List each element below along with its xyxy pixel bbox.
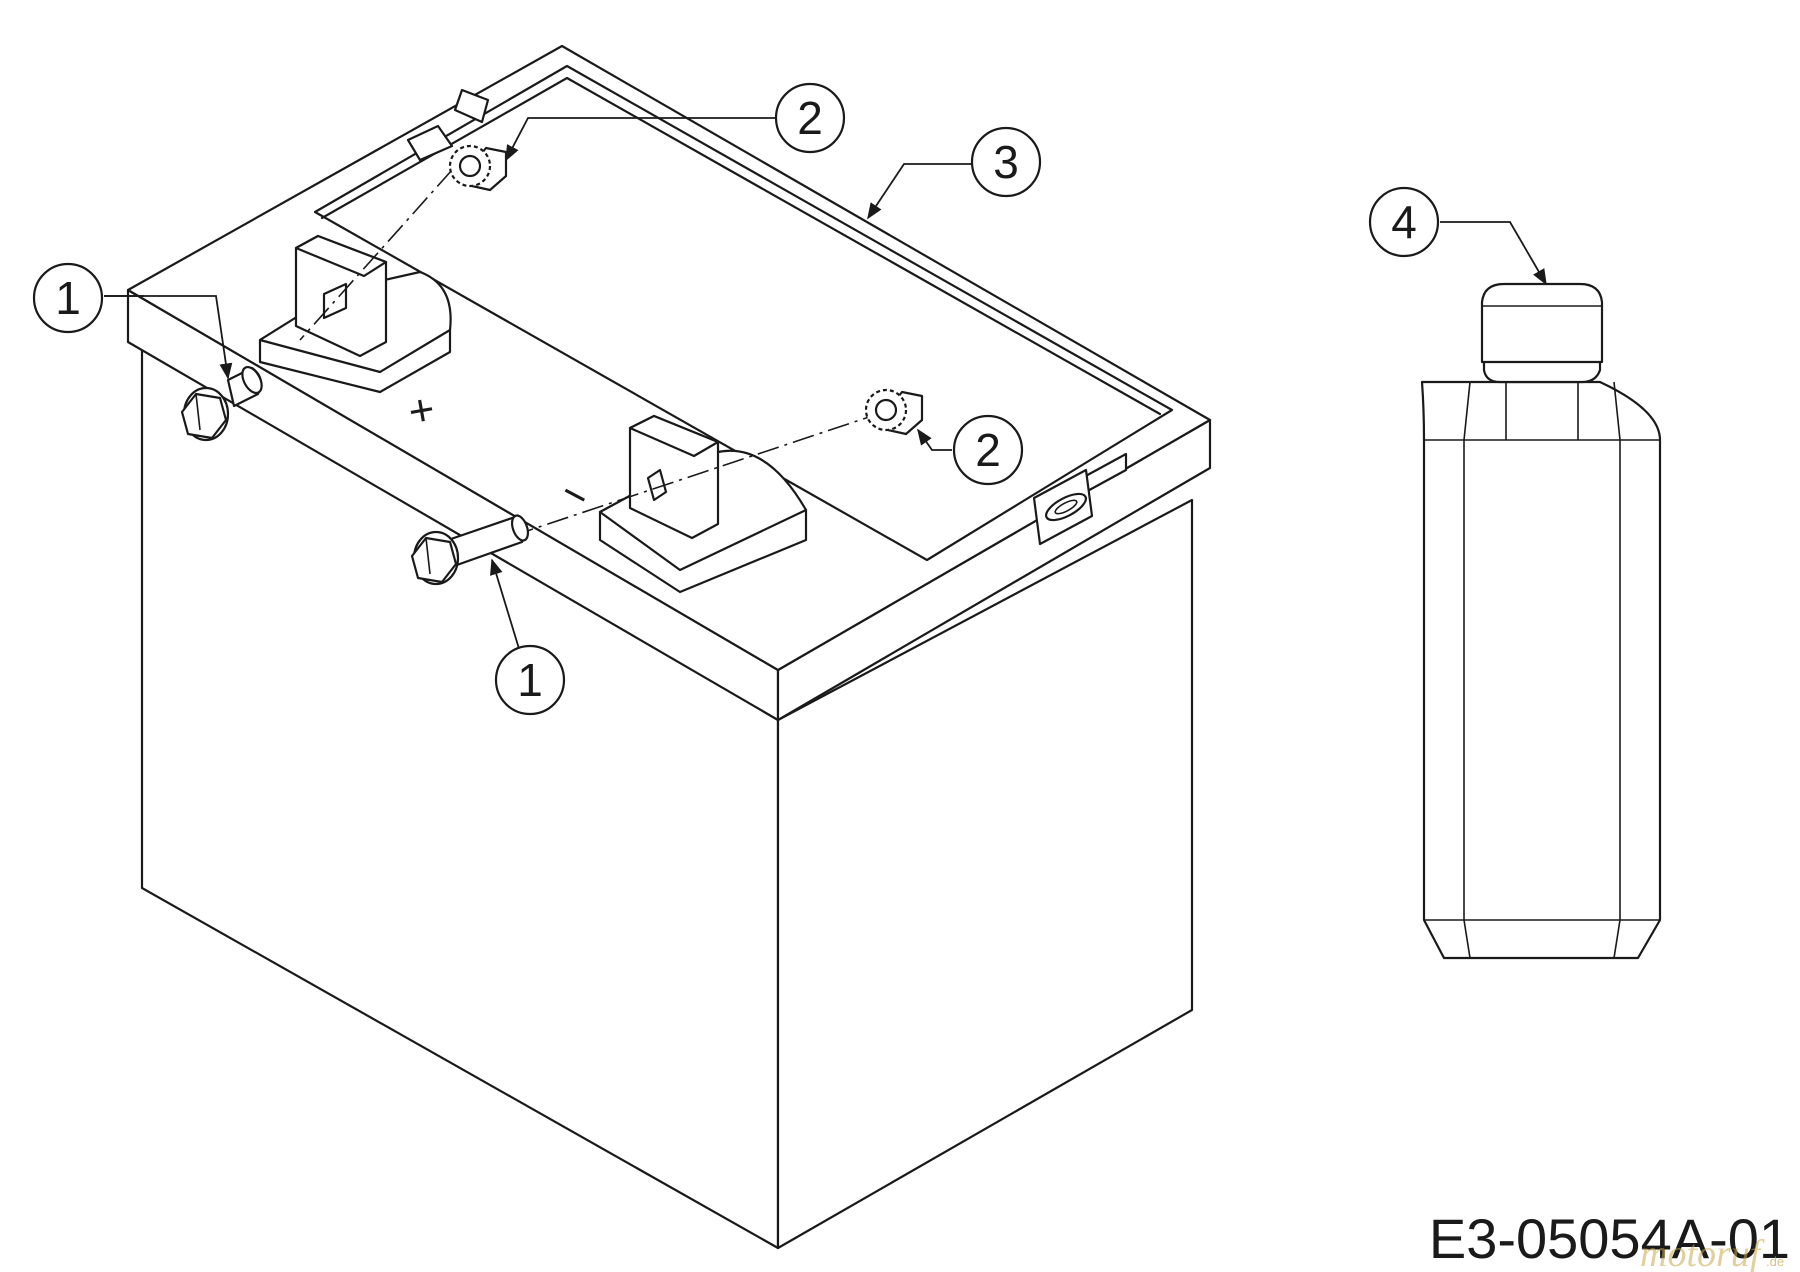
callout-1-left: 1 [32,262,104,334]
bottle-cap [1480,282,1604,364]
drawing-reference-code: E3-05054A-01 [1429,1207,1790,1270]
callout-4: 4 [1368,186,1440,258]
bottle-body [1420,380,1662,960]
electrolyte-bottle [1420,282,1662,960]
bolt-positive [180,365,263,442]
watermark: motoruf [1640,1233,1765,1272]
watermark-domain: .de [1766,1254,1784,1269]
battery-right-face [776,498,1194,1250]
callout-3: 3 [970,126,1042,198]
callout-label: 2 [975,424,1001,476]
positive-terminal [258,234,452,394]
callout-label: 3 [993,136,1019,188]
battery: + − [126,44,1212,1250]
nut-negative [864,388,924,436]
callout-1-bottom: 1 [494,644,566,716]
callout-label: 4 [1391,196,1417,248]
callout-label: 1 [55,272,81,324]
callout-label: 2 [797,92,823,144]
callout-label: 1 [517,654,543,706]
callout-2-right: 2 [952,414,1024,486]
nut-positive [448,144,508,192]
bolt-negative [410,514,530,586]
battery-lid [126,44,1212,672]
callout-2-top: 2 [774,82,846,154]
leader-lines [104,117,1547,653]
negative-terminal [598,414,808,594]
vent-plug [1032,468,1094,546]
